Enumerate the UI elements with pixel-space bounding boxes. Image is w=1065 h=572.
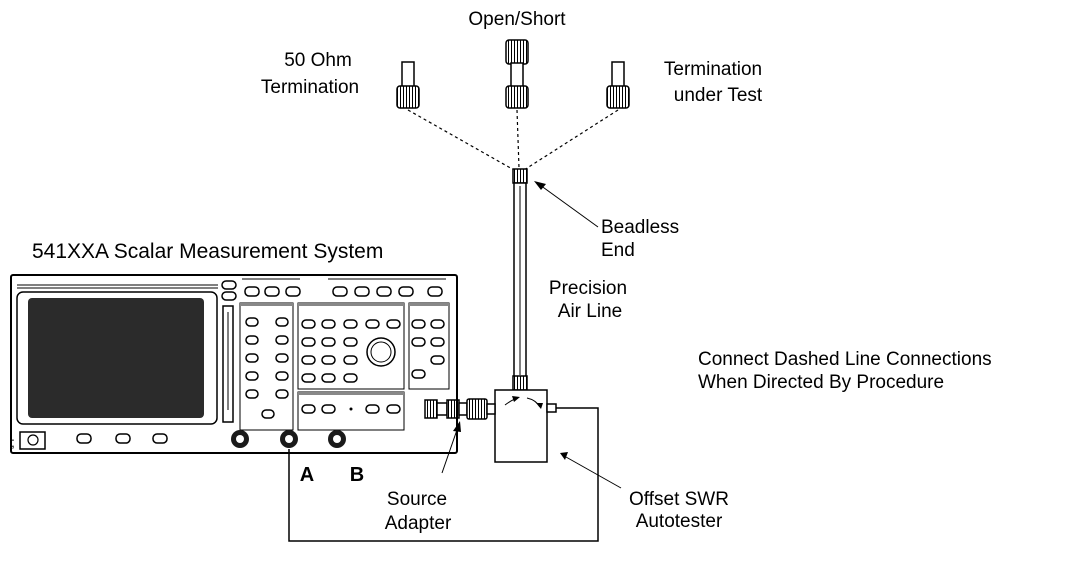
precision-air-line [512, 168, 528, 391]
air-line-label-line2: Air Line [558, 301, 622, 322]
system-label: 541XXA Scalar Measurement System [32, 240, 383, 263]
port-b-label: B [350, 464, 364, 486]
svg-text:;: ; [11, 434, 15, 450]
air-line-label-line1: Precision [549, 278, 627, 299]
termination-50-label-line2: Termination [261, 77, 359, 98]
open-short-label: Open/Short [468, 9, 566, 30]
port-a-connector [280, 430, 298, 448]
input-connector-1 [231, 430, 249, 448]
note-line2: When Directed By Procedure [698, 372, 944, 393]
termination-test-label-line2: under Test [674, 85, 763, 106]
beadless-end-label-line2: End [601, 240, 635, 261]
beadless-end-label-line1: Beadless [601, 217, 679, 238]
offset-swr-autotester [494, 389, 557, 463]
detector-cable [288, 407, 599, 542]
dashed-connections [407, 109, 619, 171]
port-a-label: A [300, 464, 314, 486]
source-adapter-label-line2: Adapter [385, 513, 452, 534]
beadless-end-arrow [534, 181, 599, 228]
open-short-standard [505, 39, 529, 109]
port-b-connector [328, 430, 346, 448]
termination-50-label-line1: 50 Ohm [284, 50, 352, 71]
note-line1: Connect Dashed Line Connections [698, 349, 992, 370]
termination-50-ohm [396, 61, 420, 109]
source-adapter-label-line1: Source [387, 489, 447, 510]
source-adapter [424, 398, 496, 420]
autotester-label-line2: Autotester [636, 511, 723, 532]
scalar-measurement-system: ; [10, 274, 458, 454]
termination-under-test [606, 61, 630, 109]
autotester-label-line1: Offset SWR [629, 489, 729, 510]
termination-test-label-line1: Termination [664, 59, 762, 80]
